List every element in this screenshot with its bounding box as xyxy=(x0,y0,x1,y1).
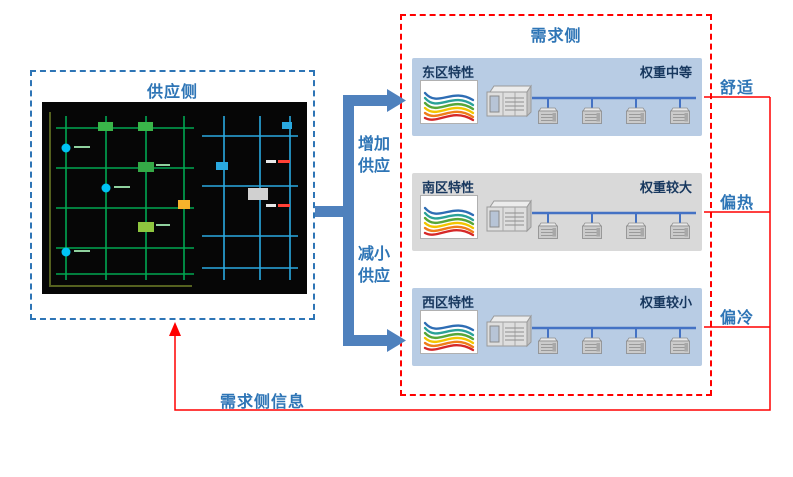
status-warm: 偏热 xyxy=(720,195,755,212)
status-comfortable: 舒适 xyxy=(720,80,755,97)
fan-coil-unit-icon xyxy=(538,337,558,354)
decrease-supply-label-line1: 减小 xyxy=(357,246,390,263)
increase-supply-label: 增加 供应 xyxy=(352,134,396,178)
fan-coil-unit-icon xyxy=(538,107,558,124)
scada-label-text-marks xyxy=(74,146,170,252)
increase-arrow-shaft xyxy=(343,95,387,106)
duct-drop-lines xyxy=(547,213,681,223)
scada-frame-pipes xyxy=(49,112,192,287)
zone-equipment-graphic xyxy=(420,80,696,124)
increase-supply-label-line2: 供应 xyxy=(357,158,390,175)
fan-coil-unit-icon xyxy=(626,337,646,354)
zone-panel-header: 东区特性 权重中等 xyxy=(412,58,702,81)
fan-coil-unit-icon xyxy=(538,222,558,239)
fan-coil-unit-icon xyxy=(626,107,646,124)
duct-drop-lines xyxy=(547,328,681,338)
zone-characteristic-chart-icon xyxy=(420,80,478,124)
scada-chilled-water-pipes xyxy=(56,116,194,280)
fan-coil-unit-icon xyxy=(670,222,690,239)
zone-equipment-graphic xyxy=(420,310,696,354)
status-cold: 偏冷 xyxy=(720,310,755,327)
zone-panel-west: 西区特性 权重较小 xyxy=(412,288,702,366)
fan-coil-unit-icon xyxy=(670,107,690,124)
fan-coil-unit-icon xyxy=(582,222,602,239)
zone-characteristic-chart-icon xyxy=(420,195,478,239)
demand-side-title: 需求侧 xyxy=(530,28,582,45)
air-handling-unit-icon xyxy=(486,200,532,232)
zone-panel-east: 东区特性 权重中等 xyxy=(412,58,702,136)
zone-title: 东区特性 xyxy=(422,65,475,80)
zone-weight: 权重中等 xyxy=(639,65,692,80)
supply-scada-screenshot xyxy=(42,102,307,294)
supply-output-stub xyxy=(315,206,345,217)
air-handling-unit-icon xyxy=(486,315,532,347)
supply-side-box: 供应侧 xyxy=(30,70,315,320)
zone-characteristic-chart-icon xyxy=(420,310,478,354)
air-handling-unit-icon xyxy=(486,85,532,117)
supply-arrows xyxy=(315,89,406,352)
decrease-arrow-shaft xyxy=(343,335,387,346)
fan-coil-unit-icon xyxy=(582,107,602,124)
fan-coil-unit-icon xyxy=(582,337,602,354)
zone-panel-south: 南区特性 权重较大 xyxy=(412,173,702,251)
duct-drop-lines xyxy=(547,98,681,108)
increase-supply-label-line1: 增加 xyxy=(357,136,390,153)
fan-coil-unit-icon xyxy=(670,337,690,354)
zone-equipment-graphic xyxy=(420,195,696,239)
fan-coil-unit-icon xyxy=(626,222,646,239)
decrease-supply-label: 减小 供应 xyxy=(352,244,396,288)
feedback-arrowhead-icon xyxy=(169,322,181,336)
supply-arrow-trunk xyxy=(343,95,354,346)
decrease-supply-label-line2: 供应 xyxy=(357,268,390,285)
supply-side-title: 供应侧 xyxy=(146,84,198,101)
demand-feedback-label: 需求侧信息 xyxy=(220,394,306,411)
